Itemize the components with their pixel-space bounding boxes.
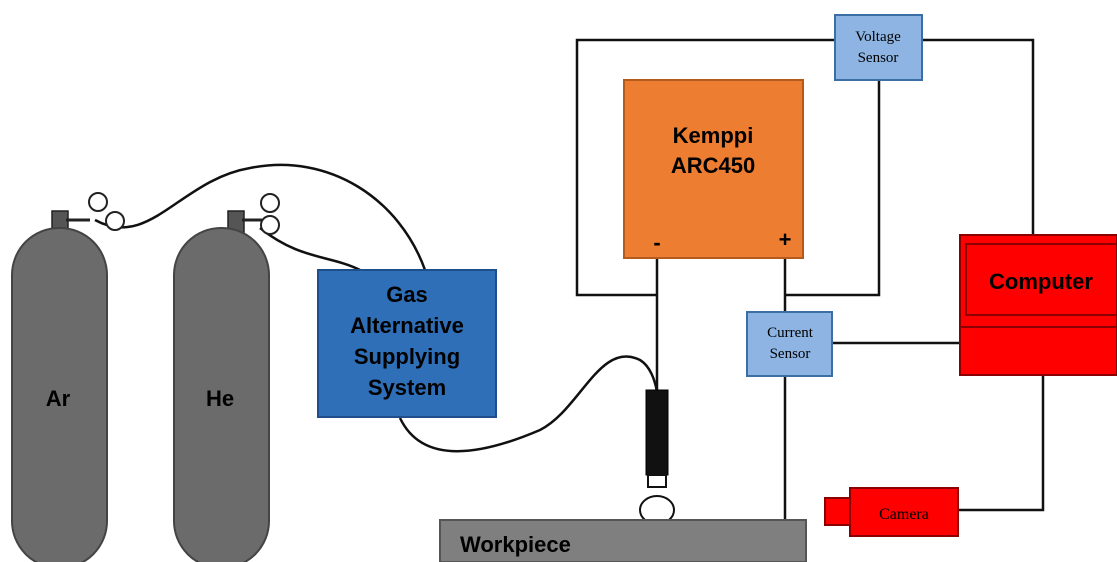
ar-label: Ar (46, 386, 71, 411)
negative-terminal-label: - (653, 230, 660, 255)
voltage-loop-wire (575, 38, 881, 297)
power-source-label-line: Kemppi (673, 123, 754, 148)
positive-terminal-label: + (779, 227, 792, 252)
camera-label: Camera (879, 506, 929, 523)
computer: Computer (959, 234, 1117, 376)
torch-gas-hose (398, 355, 659, 453)
gas-system-label-line: Alternative (350, 313, 464, 338)
kemppi-power-source: Kemppi ARC450 - + (623, 79, 804, 259)
camera: Camera (824, 487, 959, 537)
he-cylinder: He (173, 193, 280, 562)
workpiece-label: Workpiece (460, 532, 571, 557)
gas-system-label-line: Supplying (354, 344, 460, 369)
he-gas-hose (259, 227, 361, 272)
he-gauge-icon (260, 193, 280, 213)
current-sensor-label-line: Sensor (770, 346, 811, 362)
camera-lens-icon (824, 497, 852, 526)
he-gauge-icon (260, 215, 280, 235)
computer-screen (965, 243, 1117, 316)
gas-system-label-line: System (368, 375, 446, 400)
voltage-sensor-label-line: Sensor (858, 50, 899, 66)
voltage-sensor: Voltage Sensor (834, 14, 923, 81)
voltage-sensor-label-line: Voltage (855, 29, 901, 45)
camera-to-computer-wire (958, 375, 1045, 512)
current-sensor: Current Sensor (746, 311, 833, 377)
gas-system-label-line: Gas (386, 282, 428, 307)
ar-gas-hose (94, 163, 427, 271)
ar-gauge-icon (88, 192, 108, 212)
he-label: He (206, 386, 234, 411)
computer-label: Computer (989, 269, 1093, 294)
ar-cylinder: Ar (11, 192, 125, 562)
workpiece: Workpiece (439, 519, 807, 562)
current-sensor-label-line: Current (767, 325, 814, 341)
power-source-label-line: ARC450 (671, 153, 755, 178)
gas-alternative-supplying-system: Gas Alternative Supplying System (317, 269, 497, 418)
welding-torch (639, 389, 675, 525)
voltage-to-computer-wire (922, 38, 1035, 235)
ar-gauge-icon (105, 211, 125, 231)
